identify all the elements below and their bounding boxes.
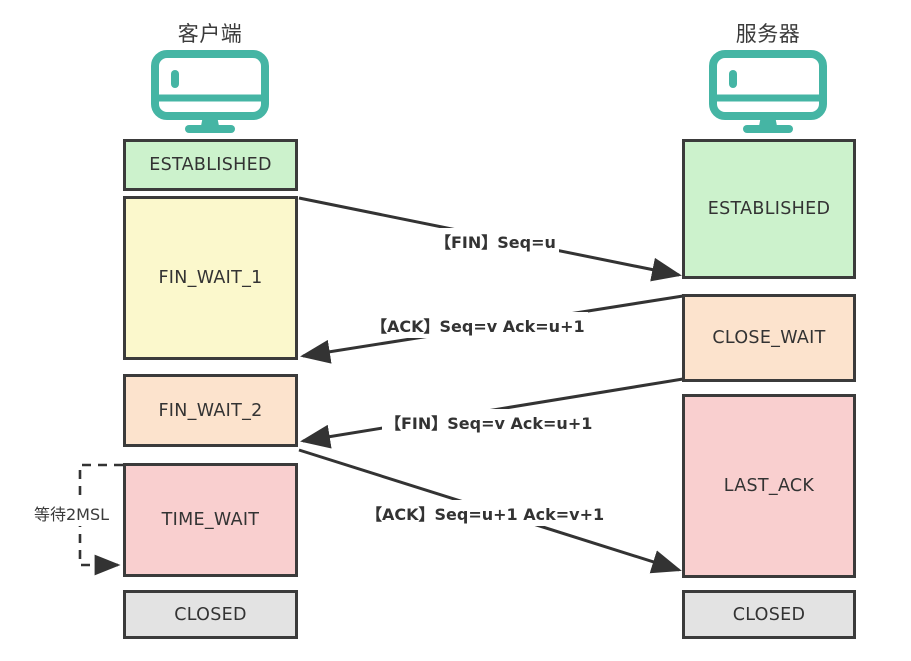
state-label: FIN_WAIT_2 — [158, 400, 263, 421]
client-column-title: 客户端 — [177, 22, 243, 46]
state-label: TIME_WAIT — [161, 510, 260, 530]
server-state-closed[interactable]: CLOSED — [682, 590, 856, 639]
state-label: FIN_WAIT_1 — [158, 268, 263, 288]
client-state-fin-wait-1[interactable]: FIN_WAIT_1 — [123, 196, 298, 360]
client-state-established[interactable]: ESTABLISHED — [123, 139, 298, 191]
client-state-closed[interactable]: CLOSED — [123, 590, 298, 639]
state-label: ESTABLISHED — [149, 155, 272, 175]
desktop-monitor-icon — [708, 50, 828, 136]
server-state-last-ack[interactable]: LAST_ACK — [682, 394, 856, 578]
desktop-monitor-icon — [150, 50, 270, 136]
server-state-established[interactable]: ESTABLISHED — [682, 139, 856, 279]
message-label-ack-2: 【ACK】Seq=u+1 Ack=v+1 — [363, 500, 608, 526]
message-label-ack-1: 【ACK】Seq=v Ack=u+1 — [368, 312, 588, 338]
state-label: LAST_ACK — [723, 476, 815, 496]
state-label: CLOSED — [732, 604, 806, 625]
state-label: ESTABLISHED — [707, 199, 831, 219]
msl-wait-label: 等待2MSL — [32, 500, 112, 526]
client-state-time-wait[interactable]: TIME_WAIT — [123, 463, 298, 577]
state-label: CLOSED — [174, 604, 247, 625]
state-label: CLOSE_WAIT — [712, 328, 826, 348]
server-column-title: 服务器 — [735, 22, 801, 46]
server-state-close-wait[interactable]: CLOSE_WAIT — [682, 294, 856, 382]
client-state-fin-wait-2[interactable]: FIN_WAIT_2 — [123, 374, 298, 447]
message-label-fin-2: 【FIN】Seq=v Ack=u+1 — [382, 409, 596, 435]
message-label-fin-1: 【FIN】Seq=u — [432, 228, 559, 254]
